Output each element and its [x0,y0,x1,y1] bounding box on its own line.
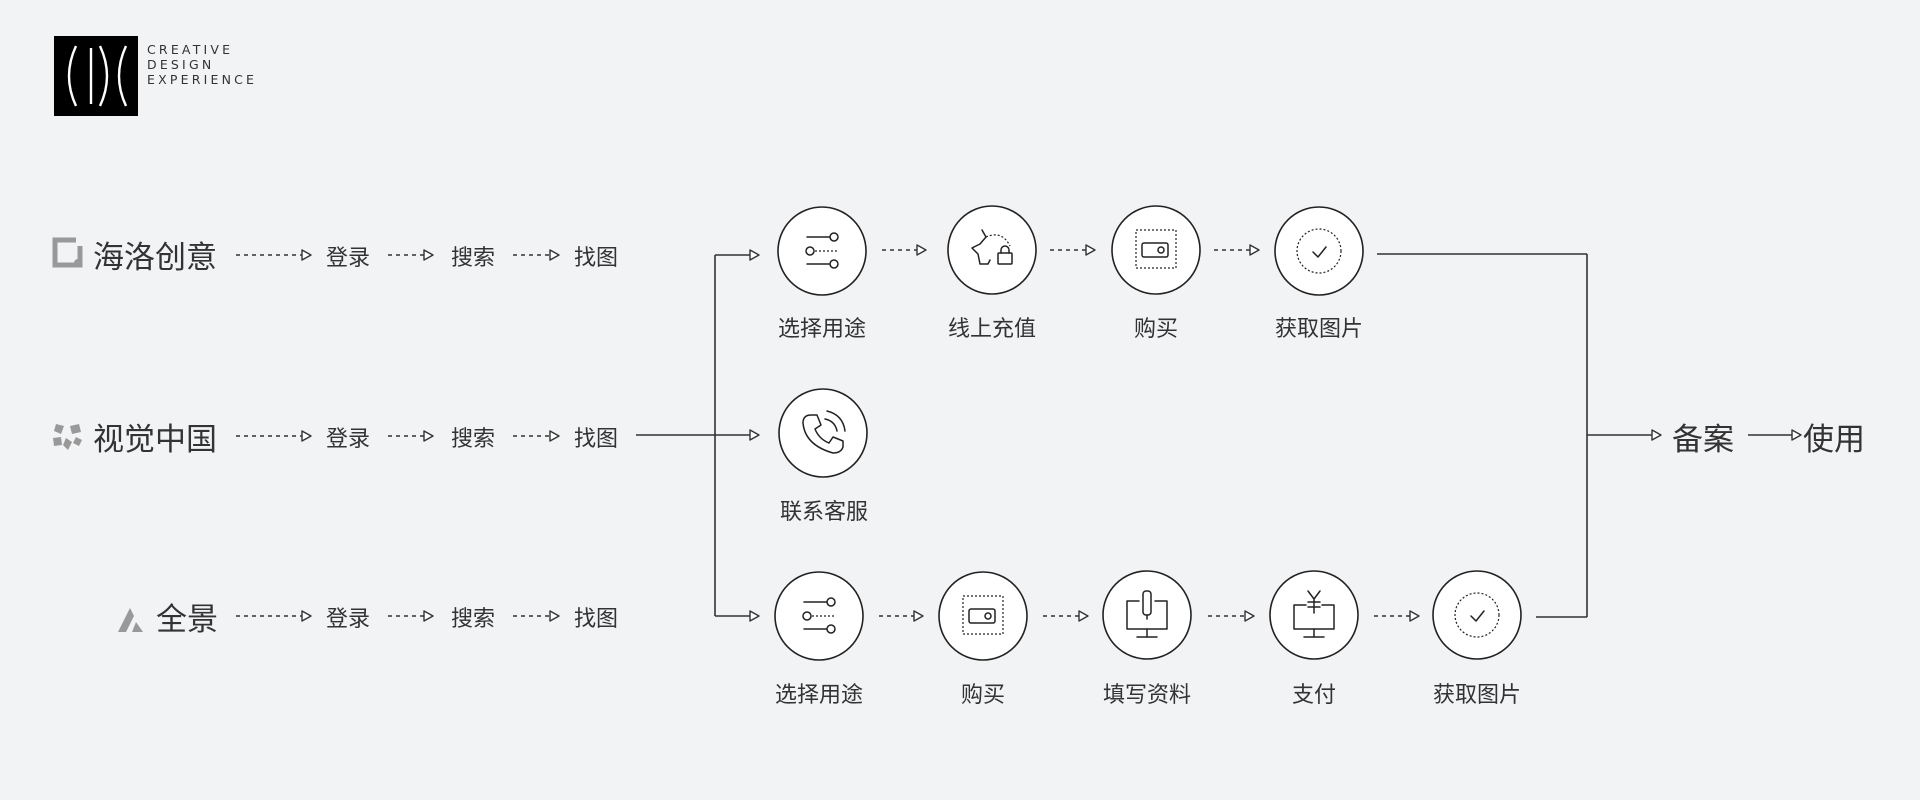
final-record: 备案 [1672,422,1734,458]
monitor-yen-icon [1293,590,1335,638]
hellorf-brand-icon [52,237,83,268]
top-label-online-recharge: 线上充值 [947,317,1037,342]
vcg-brand-icon [53,424,82,450]
row-2-step-search: 搜索 [451,427,496,452]
bottom-node-select-purpose [774,571,864,661]
logo-mark [54,36,138,116]
piggy-bank-lock-icon [971,229,1013,265]
phone-icon [802,410,846,454]
row-1-step-search: 搜索 [451,246,496,271]
row-2-connectors [236,430,560,442]
brand-hellorf: 海洛创意 [93,240,217,276]
sliders-icon [805,232,839,269]
row-2-step-login: 登录 [326,427,371,452]
quanjing-brand-icon [118,608,143,632]
logo-line-1: CREATIVE [147,42,234,57]
middle-label-contact-service: 联系客服 [779,500,869,525]
wallet-icon [1135,229,1177,269]
bottom-label-get-image: 获取图片 [1432,683,1522,708]
row-2-step-find-image: 找图 [574,427,619,452]
logo-text: CREATIVE DESIGN EXPERIENCE [147,42,257,87]
row-3-connectors [236,610,560,622]
row-3-step-login: 登录 [326,607,371,632]
logo-line-2: DESIGN [147,57,215,72]
bottom-node-get-image [1432,570,1522,660]
branch-connector [636,249,760,622]
brand-vcg: 视觉中国 [93,422,217,458]
top-node-purchase [1111,205,1201,295]
bottom-label-pay: 支付 [1291,683,1337,708]
sliders-icon [802,597,836,634]
check-circle-icon [1296,228,1342,274]
bottom-flow-connectors [879,610,1420,622]
wallet-icon [962,595,1004,635]
bottom-label-purchase: 购买 [960,683,1006,708]
top-label-get-image: 获取图片 [1274,317,1364,342]
logo-icon [67,45,128,107]
final-use: 使用 [1803,422,1865,458]
logo-line-3: EXPERIENCE [147,72,258,87]
middle-node-contact-service [778,388,868,478]
top-node-get-image [1274,206,1364,296]
bottom-node-purchase [938,571,1028,661]
top-node-select-purpose [777,206,867,296]
bottom-label-fill-info: 填写资料 [1102,683,1192,708]
check-circle-icon [1454,592,1500,638]
row-1-step-login: 登录 [326,246,371,271]
top-flow-connectors [882,244,1260,256]
top-label-select-purpose: 选择用途 [777,317,867,342]
row-1-connectors [236,249,560,261]
bottom-label-select-purpose: 选择用途 [774,683,864,708]
row-1-step-find-image: 找图 [574,246,619,271]
row-3-step-search: 搜索 [451,607,496,632]
merge-connector [1377,253,1802,618]
monitor-pen-icon [1126,590,1168,638]
bottom-node-pay [1269,570,1359,660]
bottom-node-fill-info [1102,570,1192,660]
brand-quanjing: 全景 [156,602,218,638]
top-label-purchase: 购买 [1133,317,1179,342]
top-node-online-recharge [947,205,1037,295]
row-3-step-find-image: 找图 [574,607,619,632]
